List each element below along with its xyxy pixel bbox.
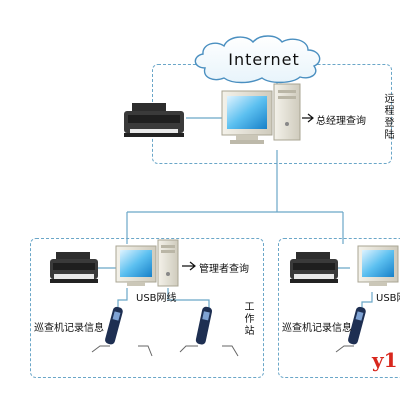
connection-lines (98, 80, 373, 310)
checkpoint-wires (335, 345, 354, 353)
printer-icon (50, 252, 98, 283)
remote-login-label: 远程登陆 (384, 94, 395, 141)
usb-cable-label-right: USB网 (376, 293, 400, 304)
ceo-query-label: 总经理查询 (316, 116, 366, 127)
patrol-records-label: 巡查机记录信息 (34, 323, 104, 334)
printer-icon (124, 103, 184, 137)
internet-cloud (194, 35, 321, 84)
patrol-device-icon (105, 306, 123, 345)
branch-right-box (278, 238, 400, 378)
patrol-device-icon (195, 306, 213, 345)
workstation-label: 工作站 (244, 302, 255, 337)
monitor-icon (357, 245, 399, 286)
arrow-icon (182, 261, 196, 271)
patrol-device-icon (348, 306, 366, 345)
computer-tower-icon (273, 83, 301, 141)
arrow-icon (302, 113, 314, 123)
computer-tower-icon (157, 239, 179, 287)
usb-cable-label: USB网线 (136, 293, 177, 304)
manager-query-label: 管理者查询 (199, 264, 249, 275)
monitor-icon (115, 245, 157, 286)
watermark-logo: y1 (372, 348, 398, 372)
monitor-icon (221, 90, 273, 144)
patrol-records-label-right: 巡查机记录信息 (282, 323, 352, 334)
branch-left-box (30, 238, 264, 378)
internet-label: Internet (228, 50, 300, 69)
printer-icon (290, 252, 338, 283)
checkpoint-wires (91, 345, 239, 357)
